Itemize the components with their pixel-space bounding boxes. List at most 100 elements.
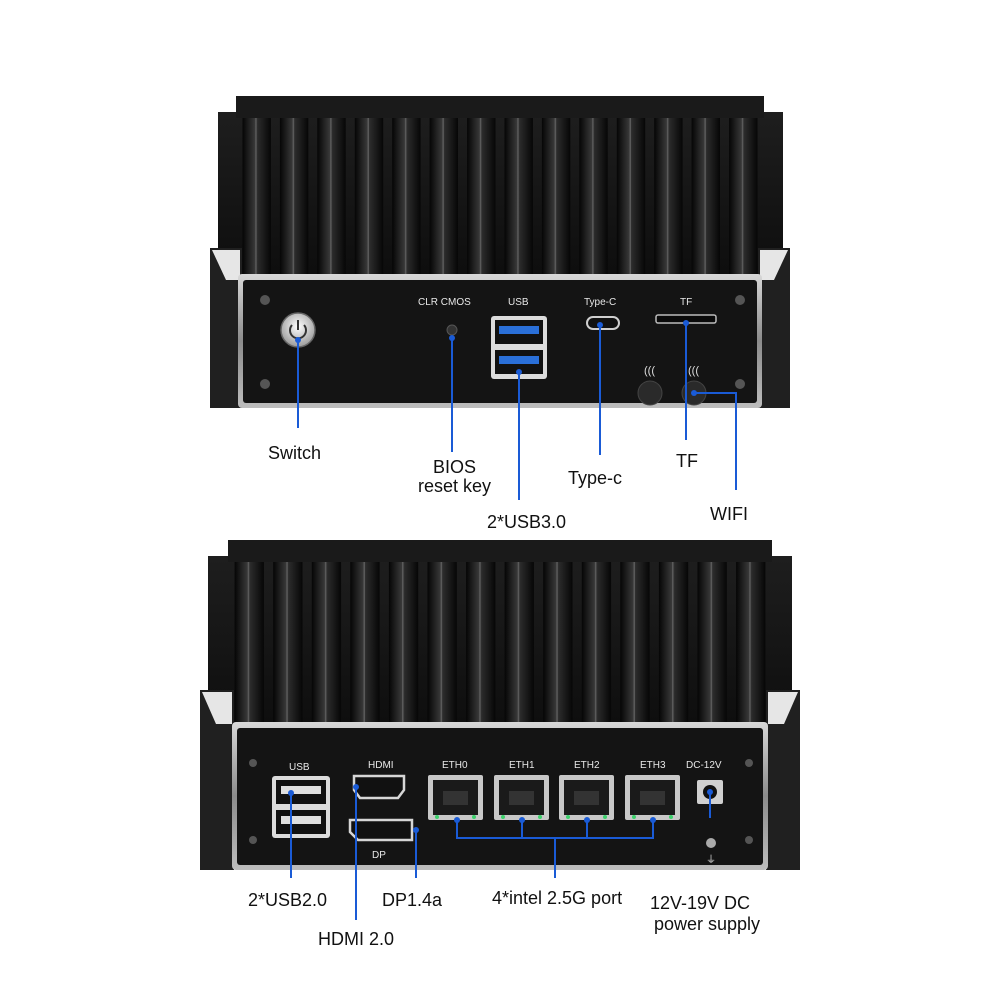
front-callouts: Switch BIOS reset key 2*USB3.0 Type-c TF…	[268, 320, 748, 532]
eth2-label: ETH2	[574, 760, 600, 771]
usb3-port-stack[interactable]	[491, 316, 547, 379]
heatsink-fin	[388, 544, 419, 724]
heatsink-fin	[736, 544, 766, 724]
heatsink-fin-highlight	[704, 100, 706, 276]
rear-fins	[234, 544, 766, 724]
rear-heatsink	[208, 556, 792, 746]
power-callout-line1: 12V-19V DC	[650, 893, 750, 913]
screw-icon	[260, 295, 270, 305]
wifi-callout: WIFI	[710, 504, 748, 524]
bios-callout-line1: BIOS	[433, 457, 476, 477]
heatsink-fin	[581, 544, 612, 724]
tf-callout: TF	[676, 451, 698, 471]
heatsink-fin-highlight	[404, 100, 407, 276]
wifi-icon: (((	[688, 365, 699, 377]
heatsink-fin	[427, 544, 457, 724]
heatsink-fin-highlight	[629, 100, 631, 276]
heatsink-fin	[504, 544, 534, 724]
heatsink-fin-highlight	[367, 100, 369, 276]
heatsink-fin	[543, 544, 573, 724]
heatsink-fin-highlight	[592, 100, 594, 276]
heatsink-fin-highlight	[402, 544, 404, 724]
front-fins	[242, 100, 758, 276]
dp-port[interactable]	[348, 818, 414, 842]
screw-icon	[745, 759, 753, 767]
ethernet-port-eth1[interactable]: ETH1	[494, 760, 549, 820]
switch-callout: Switch	[268, 443, 321, 463]
eth1-label: ETH1	[509, 760, 535, 771]
front-top-rim	[236, 96, 764, 118]
hdmi-port[interactable]	[352, 774, 406, 800]
rear-callouts: 2*USB2.0 HDMI 2.0 DP1.4a 4*intel 2.5G po…	[248, 784, 760, 949]
front-unit: CLR CMOS USB Type-C TF ((( (((	[210, 96, 790, 408]
type-c-port[interactable]	[586, 316, 620, 330]
heatsink-fin-highlight	[749, 544, 751, 724]
wifi-icon: (((	[644, 365, 655, 377]
heatsink-fin-highlight	[556, 544, 558, 724]
heatsink-fin-highlight	[666, 100, 669, 276]
power-button[interactable]	[280, 312, 316, 348]
heatsink-fin	[273, 544, 303, 724]
usb2-label: USB	[289, 762, 310, 773]
heatsink-fin-highlight	[741, 100, 744, 276]
usb3-callout: 2*USB3.0	[487, 512, 566, 532]
antenna-mount[interactable]	[637, 380, 663, 406]
heatsink-fin-highlight	[330, 100, 332, 276]
ethernet-port-eth3[interactable]: ETH3	[625, 760, 680, 820]
heatsink-fin-highlight	[517, 544, 520, 724]
screw-icon	[249, 759, 257, 767]
rear-right-bracket	[768, 692, 798, 724]
heatsink-fin-highlight	[554, 100, 557, 276]
heatsink-fin-highlight	[672, 544, 674, 724]
front-heatsink	[218, 112, 783, 292]
heatsink-fin-highlight	[594, 544, 597, 724]
screw-icon	[735, 379, 745, 389]
heatsink-fin	[234, 544, 264, 724]
eth3-label: ETH3	[640, 760, 666, 771]
heatsink-fin	[541, 100, 571, 276]
front-right-bracket	[760, 250, 788, 280]
heatsink-fin-highlight	[363, 544, 365, 724]
heatsink-fin-highlight	[710, 544, 713, 724]
heatsink-fin-highlight	[517, 100, 519, 276]
rear-top-rim	[228, 540, 772, 562]
heatsink-fin-highlight	[442, 100, 444, 276]
tf-label: TF	[680, 297, 692, 308]
type-c-label: Type-C	[584, 297, 616, 308]
ethernet-port-eth0[interactable]: ETH0	[428, 760, 483, 820]
hdmi-label: HDMI	[368, 760, 394, 771]
heatsink-fin-highlight	[479, 544, 481, 724]
heatsink-fin	[466, 544, 496, 724]
heatsink-fin	[392, 100, 421, 276]
clr-cmos-label: CLR CMOS	[418, 297, 471, 308]
ground-symbol-icon: ⏚	[706, 854, 716, 866]
bios-callout-line2: reset key	[418, 476, 491, 496]
eth0-label: ETH0	[442, 760, 468, 771]
usb2-callout: 2*USB2.0	[248, 890, 327, 910]
heatsink-fin	[311, 544, 342, 724]
heatsink-fin-highlight	[292, 100, 295, 276]
heatsink-fin-highlight	[479, 100, 482, 276]
type-c-callout: Type-c	[568, 468, 622, 488]
dp-label: DP	[372, 850, 386, 861]
front-left-bracket	[212, 250, 240, 280]
cmos-reset-pinhole[interactable]	[446, 324, 458, 336]
usb3-label: USB	[508, 297, 529, 308]
screw-icon	[260, 379, 270, 389]
ethernet-port-eth2[interactable]: ETH2	[559, 760, 614, 820]
dc-label: DC-12V	[686, 760, 722, 771]
usb2-port-stack[interactable]	[272, 776, 330, 838]
hdmi-callout: HDMI 2.0	[318, 929, 394, 949]
heatsink-fin-highlight	[633, 544, 635, 724]
heatsink-fin-highlight	[286, 544, 288, 724]
heatsink-fin	[658, 544, 689, 724]
dp-callout: DP1.4a	[382, 890, 443, 910]
rear-left-bracket	[202, 692, 232, 724]
heatsink-fin-highlight	[255, 100, 257, 276]
eth-callout: 4*intel 2.5G port	[492, 888, 622, 908]
screw-icon	[745, 836, 753, 844]
heatsink-fin-highlight	[440, 544, 443, 724]
heatsink-fin	[697, 544, 727, 724]
